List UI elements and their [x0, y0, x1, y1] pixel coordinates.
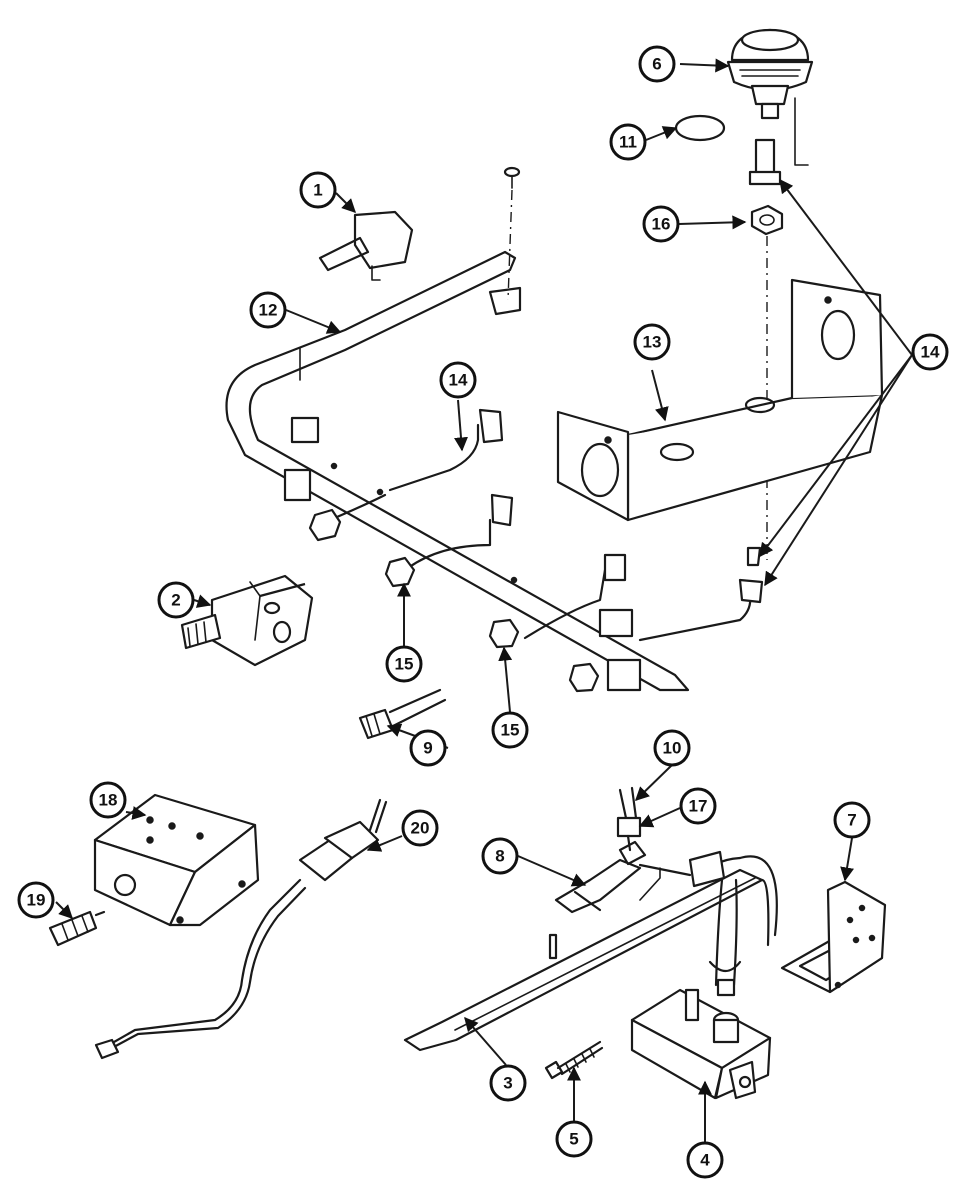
burner-bracket: [556, 278, 884, 522]
orifice-spud: [748, 138, 782, 186]
clip-bracket: [318, 210, 414, 281]
callout-18-label: 18: [99, 791, 118, 810]
callout-14-fittings-label: 14: [921, 343, 940, 362]
callout-9-label: 9: [423, 739, 432, 758]
gas-valve: [180, 574, 314, 667]
callout-11-label: 11: [619, 133, 637, 152]
callout-18: 18: [89, 781, 127, 819]
callout-1-label: 1: [313, 181, 322, 200]
rear-manifold-bar: [403, 855, 778, 1052]
callout-19-label: 19: [27, 891, 46, 910]
mounting-bracket: [780, 880, 887, 994]
callout-15-right: 15: [491, 711, 529, 749]
callout-3: 3: [489, 1064, 527, 1102]
callout-20: 20: [401, 809, 439, 847]
callout-10: 10: [653, 729, 691, 767]
callout-17: 17: [679, 787, 717, 825]
callout-17-label: 17: [689, 797, 708, 816]
callout-20-label: 20: [411, 819, 430, 838]
pilot-tube: [708, 878, 742, 997]
callout-15-left: 15: [385, 645, 423, 683]
callout-7: 7: [833, 801, 871, 839]
callout-15-right-label: 15: [501, 721, 520, 740]
callout-9: 9: [409, 729, 447, 767]
callout-3-label: 3: [503, 1074, 512, 1093]
callout-7-label: 7: [847, 811, 856, 830]
hex-nut: [750, 204, 784, 236]
spark-electrode: [48, 910, 106, 947]
callout-12: 12: [249, 291, 287, 329]
callout-13: 13: [633, 323, 671, 361]
callout-19: 19: [17, 881, 55, 919]
burner-head: [726, 28, 814, 120]
callout-14-fittings: 14: [911, 333, 949, 371]
burner-stand-line: [794, 97, 809, 166]
callout-16: 16: [642, 205, 680, 243]
callout-2: 2: [157, 581, 195, 619]
orifice-fitting: [358, 688, 447, 740]
burner-tubes: [328, 408, 764, 642]
manifold-screw: [503, 166, 521, 301]
callout-2-label: 2: [171, 591, 180, 610]
callout-11: 11: [609, 123, 647, 161]
callout-4-label: 4: [700, 1151, 710, 1170]
callout-10-label: 10: [663, 739, 682, 758]
o-ring: [674, 114, 726, 142]
callout-13-label: 13: [643, 333, 662, 352]
control-valve: [630, 988, 772, 1100]
callout-8: 8: [481, 837, 519, 875]
ignitor-wire: [94, 798, 388, 1060]
callout-1: 1: [299, 171, 337, 209]
igniter-bracket: [554, 840, 726, 914]
tube-nuts: [308, 508, 600, 693]
callout-6-label: 6: [652, 55, 661, 74]
callout-15-left-label: 15: [395, 655, 414, 674]
manifold: [225, 250, 690, 692]
callout-8-label: 8: [495, 847, 504, 866]
callout-4: 4: [686, 1141, 724, 1179]
callout-5: 5: [555, 1120, 593, 1158]
callout-16-label: 16: [652, 215, 671, 234]
callout-12-label: 12: [259, 301, 278, 320]
callout-5-label: 5: [569, 1130, 578, 1149]
callout-14-tube: 14: [439, 361, 477, 399]
callout-14-tube-label: 14: [449, 371, 468, 390]
electrode: [616, 786, 642, 852]
callout-6: 6: [638, 45, 676, 83]
